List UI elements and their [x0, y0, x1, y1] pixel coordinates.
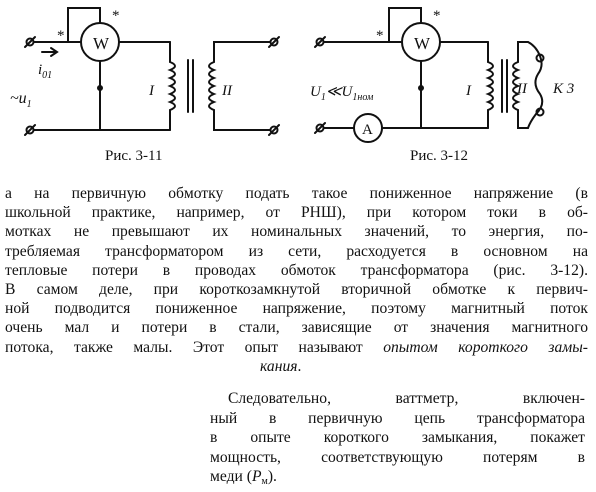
text-line: в опыте короткого замыкания, покажет: [210, 429, 585, 447]
figure-caption-3-12: Рис. 3-12: [410, 148, 469, 164]
voltage-condition-label: U1≪U1ном: [310, 84, 374, 103]
voltage-label: ~u1: [10, 90, 32, 110]
figure-caption-3-11: Рис. 3-11: [105, 148, 163, 164]
figure-3-12-circuit: W A * * U1≪U1ном I II К 3: [310, 7, 574, 143]
text-segment: меди (: [210, 468, 252, 486]
text-line: потока, также малы. Этот опыт называют о…: [5, 338, 588, 357]
text-line: а на первичную обмотку подать такое пони…: [5, 185, 588, 202]
star-mark: *: [433, 8, 441, 24]
text-line: требляемая трансформатором из сети, расх…: [5, 242, 588, 260]
short-circuit-label: К 3: [552, 81, 574, 97]
formula-subscript: м: [261, 476, 268, 488]
text-line: ный в первичную цепь трансформатора: [210, 409, 585, 427]
figure-3-11-circuit: W * * i01 ~u1 I II: [10, 7, 280, 136]
formula-symbol: P: [251, 468, 262, 486]
text-line: тепловые потери в проводах обмоток транс…: [5, 261, 588, 279]
text-line: ной подводится пониженное напряжение, по…: [5, 300, 588, 318]
term-emphasis: кания: [260, 357, 298, 375]
wattmeter-label: W: [414, 34, 431, 53]
winding-2-label: II: [516, 81, 528, 97]
text-line: кания.: [5, 357, 588, 376]
text-line: мощность, соответствующую потерям в: [210, 448, 585, 466]
star-mark: *: [112, 8, 120, 24]
text-line: школьной практике, например, от РНШ), пр…: [5, 204, 588, 222]
paragraph-1: а на первичную обмотку подать такое пони…: [5, 184, 588, 376]
text-line: очень мал и потери в стали, зависящие от…: [5, 319, 588, 337]
star-mark: *: [376, 28, 384, 44]
text-line: Следовательно, ваттметр, включен-: [228, 390, 585, 407]
winding-2-label: II: [221, 83, 233, 99]
text-line: В самом деле, при короткозамкнутой втори…: [5, 281, 588, 299]
terminal-top-right: [268, 36, 280, 48]
text-line: мотках не превышают их номинальных значе…: [5, 223, 588, 241]
winding-1-label: I: [148, 83, 155, 99]
text-line: меди (Pм).: [210, 467, 585, 492]
current-label: i01: [38, 62, 52, 81]
terminal-bottom-right: [268, 124, 280, 136]
term-emphasis: опытом короткого замы-: [383, 338, 588, 356]
winding-1-label: I: [465, 83, 472, 99]
star-mark: *: [57, 28, 65, 44]
text-segment: ).: [267, 468, 277, 486]
wattmeter-label: W: [93, 34, 110, 53]
text-segment: потока, также малы. Этот опыт называют: [5, 338, 384, 356]
text-segment: .: [297, 357, 302, 375]
paragraph-2: Следовательно, ваттметр, включен- ный в …: [210, 389, 585, 492]
figures-area: W * * i01 ~u1 I II: [0, 0, 596, 180]
ammeter-label: A: [362, 122, 373, 138]
